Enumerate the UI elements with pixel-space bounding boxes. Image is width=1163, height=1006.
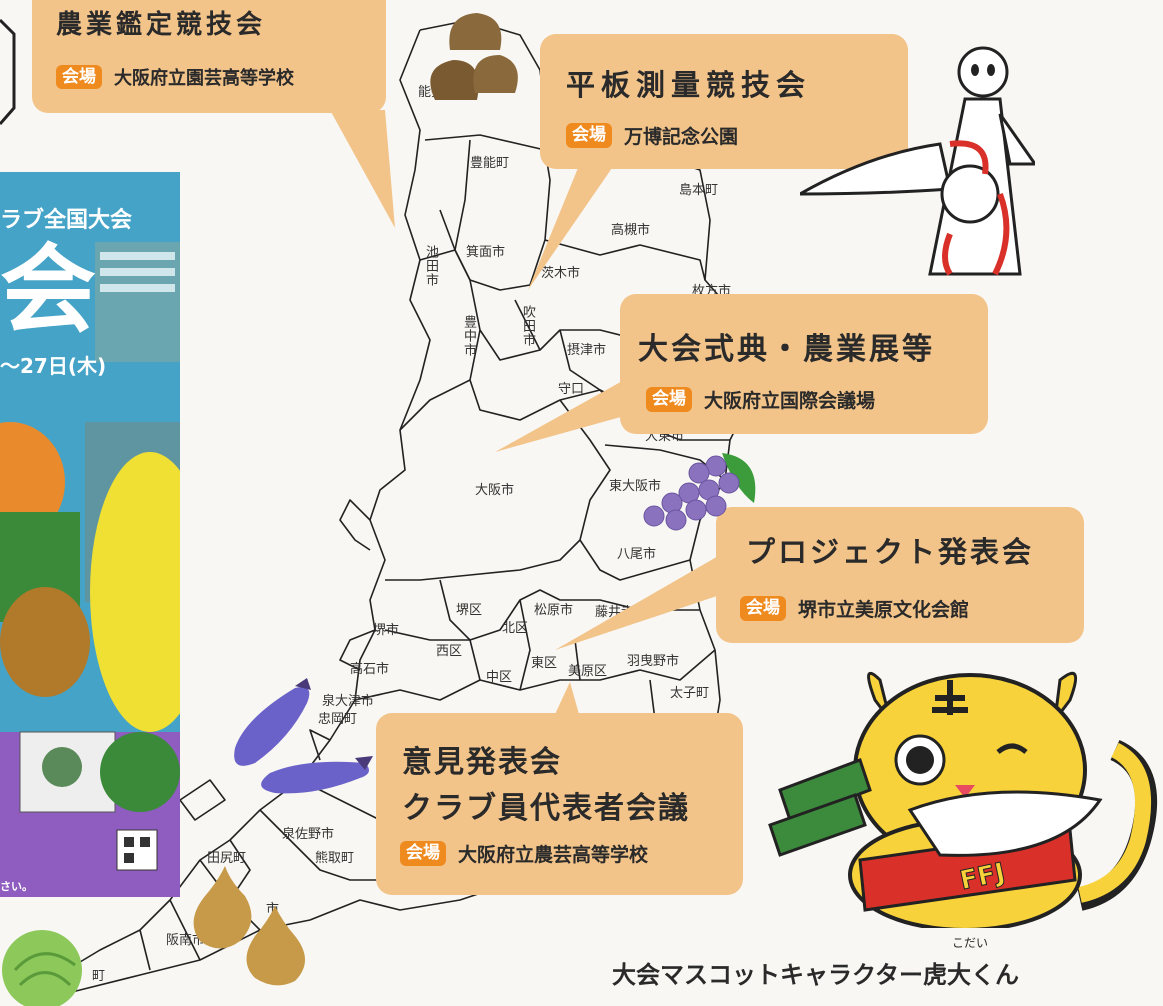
frame-fragment (0, 18, 16, 125)
poster-date: 〜27日(木) (0, 354, 107, 378)
pointer-plane-survey (528, 168, 612, 290)
callout-title: 農業鑑定競技会 (56, 10, 267, 40)
label-takaishi: 高石市 (350, 662, 390, 677)
onion-icon (193, 866, 305, 986)
label-yao: 八尾市 (617, 547, 657, 562)
cabbage-icon (2, 930, 82, 1006)
label-nishi-ku: 西区 (436, 644, 463, 659)
label-tajiri: 田尻町 (207, 851, 247, 866)
venue-badge: 会場 (740, 596, 786, 621)
venue-row: 会場 万博記念公園 (566, 122, 738, 149)
tiger-mascot-icon (768, 671, 1158, 928)
venue-name: 堺市立美原文化会館 (798, 599, 970, 621)
chestnut-icon (430, 13, 518, 100)
label-izumisano: 泉佐野市 (282, 827, 335, 842)
label-matsubara: 松原市 (534, 603, 574, 618)
venue-row: 会場 大阪府立農芸高等学校 (400, 840, 648, 867)
label-mino: 箕面市 (466, 245, 506, 260)
venue-badge: 会場 (646, 387, 692, 412)
venue-row: 会場 大阪府立国際会議場 (646, 386, 875, 413)
venue-name: 大阪府立園芸高等学校 (114, 68, 294, 89)
poster-big-text: 会 (0, 234, 96, 346)
callout-title: プロジェクト発表会 (746, 535, 1035, 569)
label-kita-ku: 北区 (502, 621, 529, 636)
label-misaki: 町 (92, 969, 106, 984)
label-ibaraki: 茨木市 (541, 266, 581, 281)
mascot-name-ruby: こだい (952, 936, 989, 950)
pointer-project (555, 555, 735, 650)
label-izumiotsu: 泉大津市 (322, 694, 375, 709)
label-toyonaka: 豊中市 (461, 315, 476, 357)
callout-opinion: 意見発表会 クラブ員代表者会議 会場 大阪府立農芸高等学校 (376, 713, 743, 895)
poster-illustration (0, 242, 180, 897)
venue-name: 万博記念公園 (624, 126, 739, 148)
callout-title-line1: 意見発表会 (402, 745, 562, 780)
callout-title: 平板測量競技会 (566, 68, 812, 102)
venue-row: 会場 堺市立美原文化会館 (740, 595, 969, 622)
tower-of-the-sun-icon (800, 46, 1035, 276)
callout-plane-survey: 平板測量競技会 会場 万博記念公園 (540, 34, 908, 169)
venue-badge: 会場 (566, 123, 612, 148)
venue-badge: 会場 (56, 64, 102, 90)
venue-name: 大阪府立国際会議場 (704, 390, 876, 412)
label-higashi-ku: 東区 (531, 656, 558, 671)
venue-badge: 会場 (400, 841, 446, 866)
poster-footer: さい。 (0, 880, 33, 893)
label-higashiosaka: 東大阪市 (609, 479, 662, 494)
label-kumatori: 熊取町 (315, 851, 355, 866)
label-suita: 吹田市 (520, 305, 535, 347)
event-poster: ラブ全国大会 会 〜27日(木) さい。 (0, 172, 180, 897)
label-sakai: 堺市 (373, 623, 400, 638)
callout-project: プロジェクト発表会 会場 堺市立美原文化会館 (716, 507, 1084, 643)
label-osaka: 大阪市 (475, 483, 515, 498)
venue-row: 会場 大阪府立園芸高等学校 (56, 64, 294, 90)
label-takatsuki: 高槻市 (611, 223, 651, 238)
label-tadaoka: 忠岡町 (318, 712, 358, 727)
label-naka-ku: 中区 (486, 670, 513, 685)
callout-ceremony: 大会式典・農業展等 会場 大阪府立国際会議場 (620, 294, 988, 434)
callout-title: 大会式典・農業展等 (638, 332, 935, 367)
label-shimamoto: 島本町 (679, 183, 719, 198)
label-hannan: 阪南市 (166, 933, 206, 948)
callout-agri-judging: 農業鑑定競技会 会場 大阪府立園芸高等学校 (32, 0, 386, 113)
grape-icon (643, 453, 756, 531)
mascot-caption: 大会マスコットキャラクター虎大くん (612, 961, 1020, 989)
label-mihara-ku: 美原区 (568, 664, 608, 679)
label-settsu: 摂津市 (567, 343, 607, 358)
label-moriguchi: 守口 (558, 382, 585, 397)
pointer-agri-judging (330, 110, 395, 228)
venue-name: 大阪府立農芸高等学校 (458, 844, 649, 866)
label-toyono: 豊能町 (470, 156, 510, 171)
callout-title-line2: クラブ員代表者会議 (402, 791, 690, 826)
poster-heading: ラブ全国大会 (0, 208, 133, 233)
label-taishi: 太子町 (670, 686, 710, 701)
label-sakai-ku: 堺区 (456, 603, 483, 618)
eggplant-icon (234, 678, 373, 794)
label-habikino: 羽曳野市 (627, 654, 680, 669)
label-ikeda: 池田市 (423, 245, 438, 287)
